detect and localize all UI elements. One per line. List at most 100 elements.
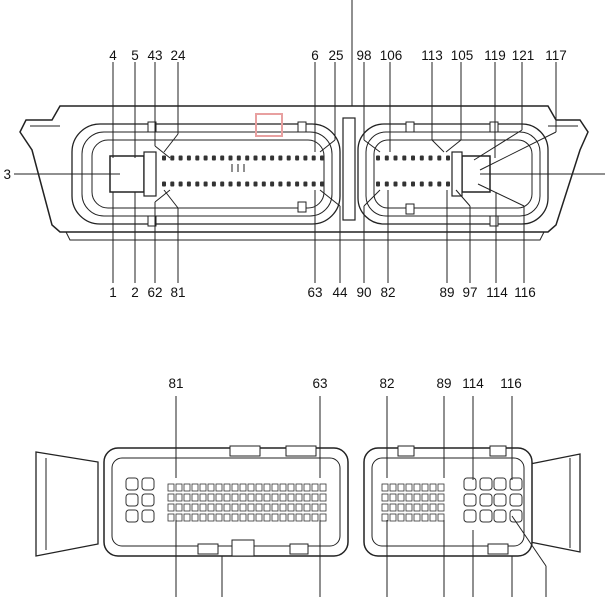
cavity [223, 503, 231, 512]
pin [178, 155, 183, 161]
pin-label: 1 [109, 285, 117, 300]
cavity [287, 503, 295, 512]
pin [419, 155, 424, 161]
pin [245, 155, 250, 161]
cavity [223, 493, 231, 502]
cavity [199, 483, 207, 492]
pin [195, 181, 200, 187]
cavity [413, 513, 421, 522]
pin [437, 181, 442, 187]
reference-marker [255, 113, 283, 137]
pin-label: 89 [439, 285, 454, 300]
cavity [287, 513, 295, 522]
cavity [199, 503, 207, 512]
pin [278, 181, 283, 187]
cavity [231, 483, 239, 492]
cavity [319, 513, 327, 522]
pin-rows-right [376, 155, 450, 187]
cavity [413, 493, 421, 502]
cavity [183, 513, 191, 522]
cavity [295, 513, 303, 522]
pin-label: 89 [436, 376, 451, 391]
pin [286, 155, 291, 161]
cavity [215, 493, 223, 502]
cavity [279, 483, 287, 492]
cavity [141, 493, 155, 507]
cavity [215, 503, 223, 512]
pin [446, 155, 450, 161]
cavity [247, 493, 255, 502]
pin-label: 82 [379, 376, 394, 391]
pin-label: 44 [332, 285, 348, 300]
pin-label: 121 [512, 48, 535, 63]
pin-label: 25 [328, 48, 343, 63]
pin-label: 114 [462, 376, 484, 391]
cavity [319, 493, 327, 502]
cavity [125, 477, 139, 491]
pin [419, 181, 424, 187]
cavity [303, 513, 311, 522]
pin-label: 97 [462, 285, 477, 300]
cavity [397, 483, 405, 492]
pin [236, 181, 241, 187]
cavity [279, 493, 287, 502]
cavity [191, 513, 199, 522]
leader-lines-rear [175, 396, 547, 597]
cavity [421, 483, 429, 492]
pin [311, 155, 316, 161]
cavity [263, 503, 271, 512]
cavity [429, 493, 437, 502]
pin [195, 155, 200, 161]
pin [295, 155, 300, 161]
cavity [255, 483, 263, 492]
cavity [263, 493, 271, 502]
cavity [295, 483, 303, 492]
cavity [247, 483, 255, 492]
cavity [405, 493, 413, 502]
cavity [271, 503, 279, 512]
pin [393, 181, 398, 187]
cavity [207, 493, 215, 502]
cavity [175, 513, 183, 522]
cavity [479, 477, 493, 491]
pin [170, 155, 175, 161]
cavity [397, 503, 405, 512]
cavity [191, 503, 199, 512]
pin-label: 3 [3, 167, 11, 182]
cavity [479, 509, 493, 523]
cavity [493, 493, 507, 507]
pin [203, 155, 208, 161]
cavity [389, 513, 397, 522]
pin-label: 113 [421, 48, 443, 63]
cavity [389, 503, 397, 512]
pin [162, 155, 166, 161]
pin [270, 181, 275, 187]
cavity [463, 493, 477, 507]
pin-label: 81 [170, 285, 185, 300]
pin [270, 155, 275, 161]
cavity [421, 493, 429, 502]
cavity [207, 503, 215, 512]
cavity [413, 503, 421, 512]
cavity [247, 513, 255, 522]
cavity [199, 493, 207, 502]
cavity [191, 493, 199, 502]
cavity [167, 493, 175, 502]
pin [384, 155, 389, 161]
cavity [509, 477, 523, 491]
pin-label: 63 [307, 285, 322, 300]
cavity [239, 483, 247, 492]
cavity [175, 493, 183, 502]
cavity [389, 483, 397, 492]
pin [261, 155, 266, 161]
cavity [311, 513, 319, 522]
cavity [175, 483, 183, 492]
cavity [287, 493, 295, 502]
pin [211, 155, 216, 161]
pin [446, 181, 450, 187]
cavity [397, 493, 405, 502]
pin-label: 119 [484, 48, 506, 63]
pin-rows-left [162, 155, 324, 187]
pin [320, 181, 324, 187]
